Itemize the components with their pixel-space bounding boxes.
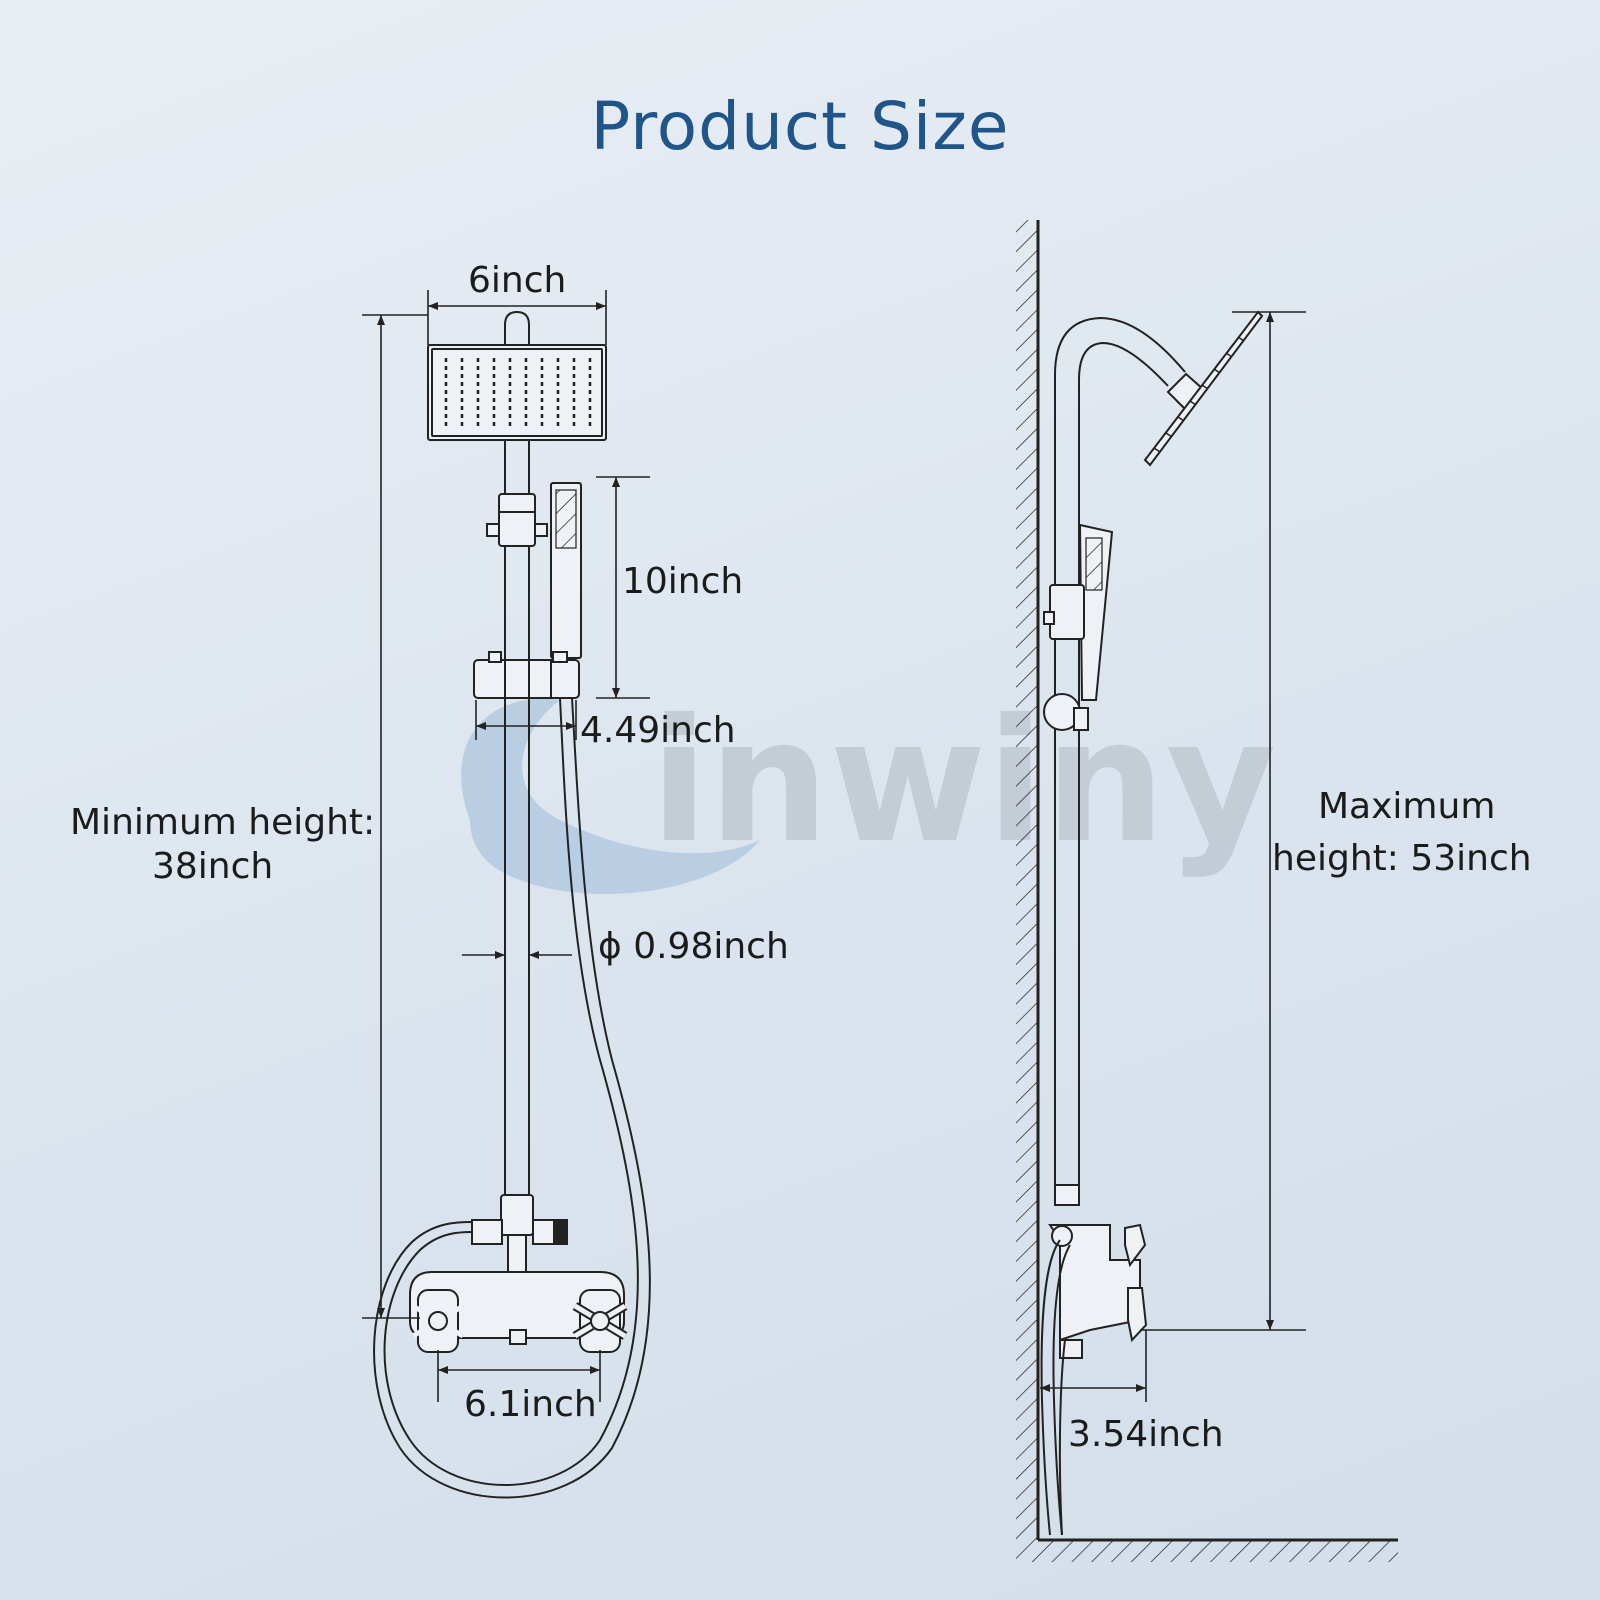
dim-wall-offset <box>1040 1330 1147 1402</box>
side-view <box>1016 220 1398 1562</box>
dim-valve-spacing <box>437 1350 601 1402</box>
side-riser <box>1054 316 1186 1185</box>
hose <box>383 697 639 1486</box>
label-pipe-diameter: ϕ 0.98inch <box>598 926 789 967</box>
label-max-height-1: Maximum <box>1318 786 1495 827</box>
right-cross-handle <box>572 1289 628 1353</box>
dim-pipe-diameter <box>462 951 572 959</box>
label-valve-spacing: 6.1inch <box>464 1384 597 1425</box>
dim-handheld-length <box>596 476 650 699</box>
rain-shower-head <box>427 344 607 441</box>
riser-pipe <box>504 440 530 1195</box>
label-handheld-length: 10inch <box>622 561 743 602</box>
dim-top-width <box>427 290 607 345</box>
floor-hatch <box>1016 1540 1398 1562</box>
watermark-text: inwiny <box>650 683 1276 881</box>
wall-hatch <box>1016 220 1038 1540</box>
label-min-height-1: Minimum height: <box>70 802 375 843</box>
label-min-height-2: 38inch <box>152 846 273 887</box>
page-title: Product Size <box>590 88 1010 165</box>
nozzle-rows <box>444 358 592 430</box>
side-rain-head <box>1143 310 1264 467</box>
label-wall-offset: 3.54inch <box>1068 1414 1224 1455</box>
slide-holder <box>473 659 580 699</box>
dim-min-height <box>362 314 428 1319</box>
dim-holder-width <box>475 700 577 740</box>
dim-max-height <box>1140 311 1306 1331</box>
label-max-height-2: height: 53inch <box>1272 838 1532 879</box>
upper-clamp <box>498 493 536 547</box>
diverter-body <box>500 1194 534 1236</box>
watermark: inwiny <box>461 683 1276 895</box>
label-holder-width: 4.49inch <box>580 710 736 751</box>
watermark-swoosh <box>461 698 760 895</box>
label-top-width: 6inch <box>468 260 566 301</box>
front-view <box>362 290 651 1499</box>
left-cross-handle <box>411 1289 465 1353</box>
